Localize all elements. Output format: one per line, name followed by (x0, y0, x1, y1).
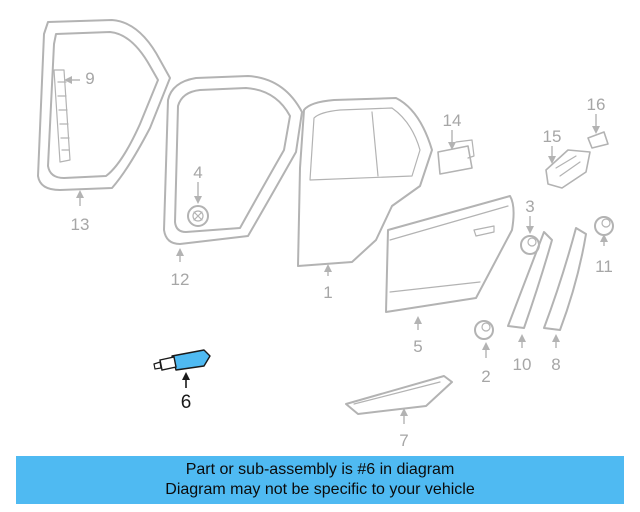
part-5-door-panel (385, 195, 515, 313)
callout-15: 15 (543, 127, 562, 146)
part-2-fastener (474, 320, 494, 340)
callout-14: 14 (443, 111, 462, 130)
part-4-grommet (187, 205, 209, 227)
callout-1: 1 (323, 283, 332, 302)
callout-9: 9 (85, 69, 94, 88)
callout-leaders (64, 76, 608, 424)
banner-line-2: Diagram may not be specific to your vehi… (165, 481, 475, 498)
part-7-moulding (345, 375, 453, 415)
part-11-fastener (594, 216, 614, 236)
part-14-pad (437, 139, 475, 175)
callout-5: 5 (413, 337, 422, 356)
info-banner: Part or sub-assembly is #6 in diagram Di… (16, 456, 624, 504)
part-12-weatherstrip (163, 75, 303, 245)
part-1-door-shell (297, 97, 433, 267)
callout-3: 3 (525, 197, 534, 216)
callout-12: 12 (171, 270, 190, 289)
callout-11: 11 (595, 257, 613, 276)
part-16-clip (587, 131, 609, 149)
part-6-highlighted (153, 349, 211, 371)
callout-10: 10 (513, 355, 532, 374)
part-10-garnish (507, 231, 553, 329)
callout-13: 13 (71, 215, 90, 234)
callout-7: 7 (399, 431, 408, 450)
callout-16: 16 (587, 95, 606, 114)
banner-line-1: Part or sub-assembly is #6 in diagram (185, 461, 455, 478)
part-9-bracket (53, 69, 71, 163)
callout-2: 2 (481, 367, 490, 386)
parts-diagram: 13 9 12 4 1 14 16 15 3 11 5 2 10 8 7 6 (37, 19, 614, 450)
callout-6: 6 (181, 392, 192, 413)
part-15-bracket (545, 149, 591, 189)
callout-8: 8 (551, 355, 560, 374)
part-13-weatherstrip (37, 19, 171, 191)
callout-4: 4 (193, 163, 202, 182)
callout-6-leader (182, 372, 190, 388)
part-8-garnish (543, 227, 587, 331)
